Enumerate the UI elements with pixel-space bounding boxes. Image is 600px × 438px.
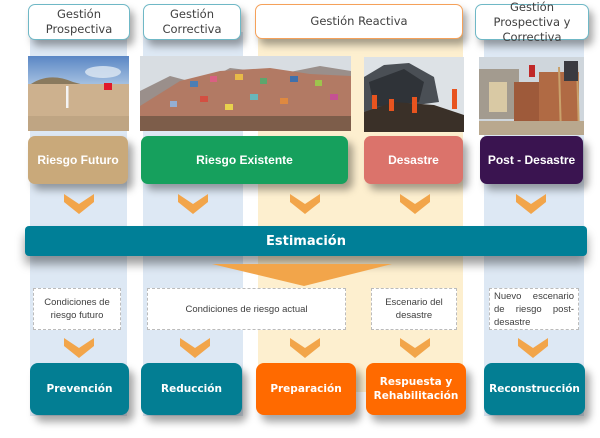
chevron-down-icon: [64, 194, 94, 214]
chevron-down-icon: [180, 338, 210, 358]
chevron-down-icon: [64, 338, 94, 358]
condition-box-desastre: Escenario del desastre: [371, 288, 457, 330]
header-gestion-correctiva: Gestión Correctiva: [143, 4, 241, 40]
risk-box-existente: Riesgo Existente: [141, 136, 348, 184]
photo-reconstruction: [479, 57, 584, 135]
photo-hillside-settlement: [140, 56, 351, 131]
action-reconstruccion: Reconstrucción: [484, 363, 585, 415]
condition-box-actual: Condiciones de riesgo actual: [147, 288, 346, 330]
risk-box-post-desastre: Post - Desastre: [480, 136, 583, 184]
header-gestion-prospectiva-correctiva: Gestión Prospectiva y Correctiva: [475, 0, 589, 44]
photo-collapsed-building: [364, 57, 464, 132]
chevron-down-icon: [400, 338, 430, 358]
chevron-down-icon: [290, 338, 320, 358]
chevron-down-icon: [516, 194, 546, 214]
condition-box-futuro: Condiciones de riesgo futuro: [33, 288, 121, 330]
chevron-down-icon: [518, 338, 548, 358]
header-gestion-prospectiva: Gestión Prospectiva: [28, 4, 130, 40]
action-prevencion: Prevención: [30, 363, 129, 415]
action-respuesta-rehabilitacion: Respuesta y Rehabilitación: [366, 363, 466, 415]
photo-desert-land: [28, 56, 129, 131]
chevron-down-icon: [290, 194, 320, 214]
risk-box-futuro: Riesgo Futuro: [28, 136, 128, 184]
funnel-arrow-icon: [212, 264, 392, 286]
action-reduccion: Reducción: [141, 363, 242, 415]
chevron-down-icon: [178, 194, 208, 214]
estimacion-bar: Estimación: [25, 226, 587, 256]
action-preparacion: Preparación: [256, 363, 356, 415]
chevron-down-icon: [400, 194, 430, 214]
condition-box-post-desastre: Nuevo escenario de riesgo post-desastre: [489, 288, 579, 330]
header-gestion-reactiva: Gestión Reactiva: [255, 4, 463, 39]
risk-box-desastre: Desastre: [364, 136, 463, 184]
